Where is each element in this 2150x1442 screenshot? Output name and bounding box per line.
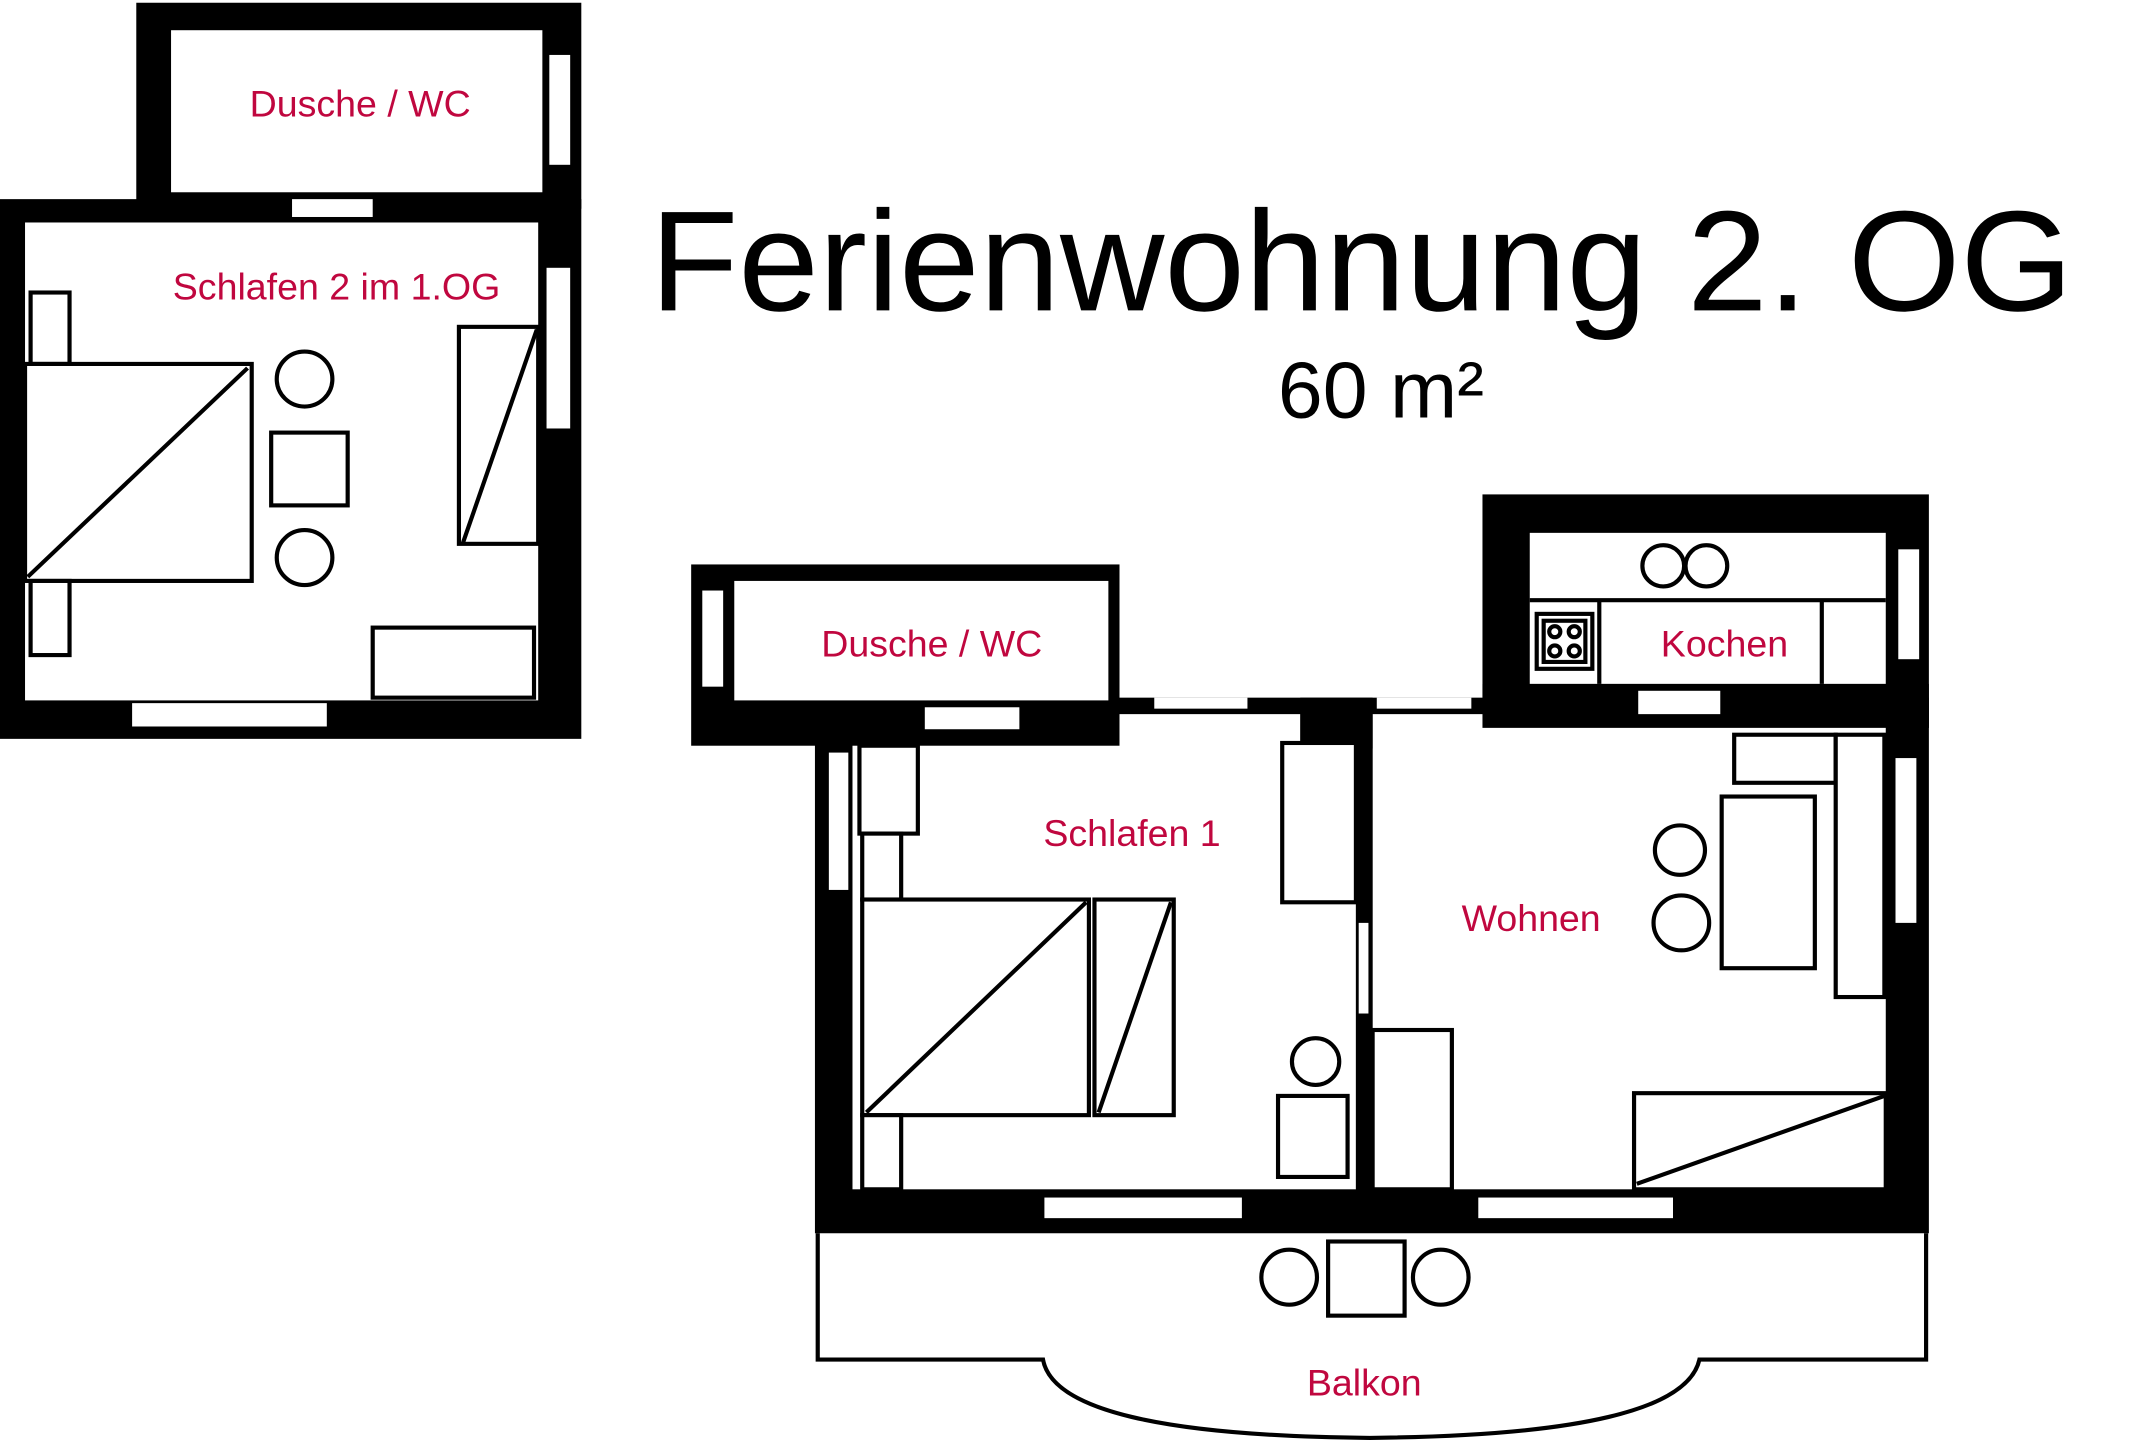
- nightstand: [28, 578, 72, 658]
- window: [1478, 1197, 1673, 1219]
- area-label: 60 m²: [1278, 345, 1484, 434]
- bedroom-room-upper: [1119, 714, 1301, 756]
- upper-bathroom-label: Dusche / WC: [250, 83, 471, 125]
- bed-diagonal: [26, 366, 249, 579]
- window: [1044, 1197, 1242, 1219]
- chair: [1289, 1036, 1342, 1087]
- sink-icon: [1640, 543, 1687, 589]
- bedroom-label: Schlafen 1: [1043, 812, 1220, 854]
- window: [132, 703, 327, 727]
- sofa-diagonal: [1636, 1093, 1886, 1186]
- dining-table: [1719, 794, 1817, 971]
- table: [269, 430, 350, 508]
- window: [1898, 549, 1920, 660]
- balcony-table: [1326, 1239, 1407, 1318]
- desk: [370, 625, 537, 700]
- bed-diagonal: [864, 900, 1088, 1114]
- living-label: Wohnen: [1462, 897, 1601, 939]
- balcony-outline: [815, 1233, 1929, 1440]
- upper-bathroom-room: [171, 30, 543, 193]
- balcony-label: Balkon: [1307, 1362, 1422, 1404]
- sideboard: [1732, 732, 1838, 785]
- chair: [1651, 893, 1712, 953]
- window: [828, 752, 849, 890]
- wardrobe: [1280, 740, 1359, 905]
- bathroom-room: [734, 580, 1109, 701]
- door: [292, 199, 373, 217]
- window: [1895, 758, 1917, 923]
- door: [1358, 922, 1369, 1014]
- window: [549, 54, 571, 165]
- page-title: Ferienwohnung 2. OG: [650, 182, 2073, 341]
- upper-floor-plan: Dusche / WC Schlafen 2 im 1.OG: [0, 2, 582, 739]
- upper-bedroom-label: Schlafen 2 im 1.OG: [173, 266, 501, 308]
- stove-icon: [1534, 611, 1595, 671]
- door: [1638, 690, 1721, 715]
- bed-diagonal: [1096, 901, 1173, 1114]
- door: [924, 707, 1020, 730]
- chair: [274, 349, 335, 409]
- bathroom-label: Dusche / WC: [821, 623, 1042, 665]
- desk: [1275, 1093, 1350, 1180]
- chair: [1259, 1247, 1320, 1307]
- window: [702, 590, 724, 687]
- window: [1376, 697, 1472, 709]
- kitchen-label: Kochen: [1661, 623, 1788, 665]
- main-floor-plan: Dusche / WC Kochen Schlafen 1 Wohnen Bal…: [691, 494, 1929, 1440]
- window: [546, 267, 571, 429]
- shelf: [857, 743, 920, 836]
- cabinet: [1370, 1027, 1454, 1192]
- wardrobe-diagonal: [461, 328, 539, 544]
- chair: [1410, 1247, 1471, 1307]
- cupboard: [1833, 732, 1887, 1000]
- window: [1154, 697, 1248, 709]
- nightstand: [860, 831, 904, 902]
- sink-icon: [1683, 543, 1730, 589]
- nightstand: [860, 1113, 904, 1192]
- chair: [274, 528, 335, 588]
- nightstand: [28, 290, 72, 366]
- chair: [1652, 823, 1708, 877]
